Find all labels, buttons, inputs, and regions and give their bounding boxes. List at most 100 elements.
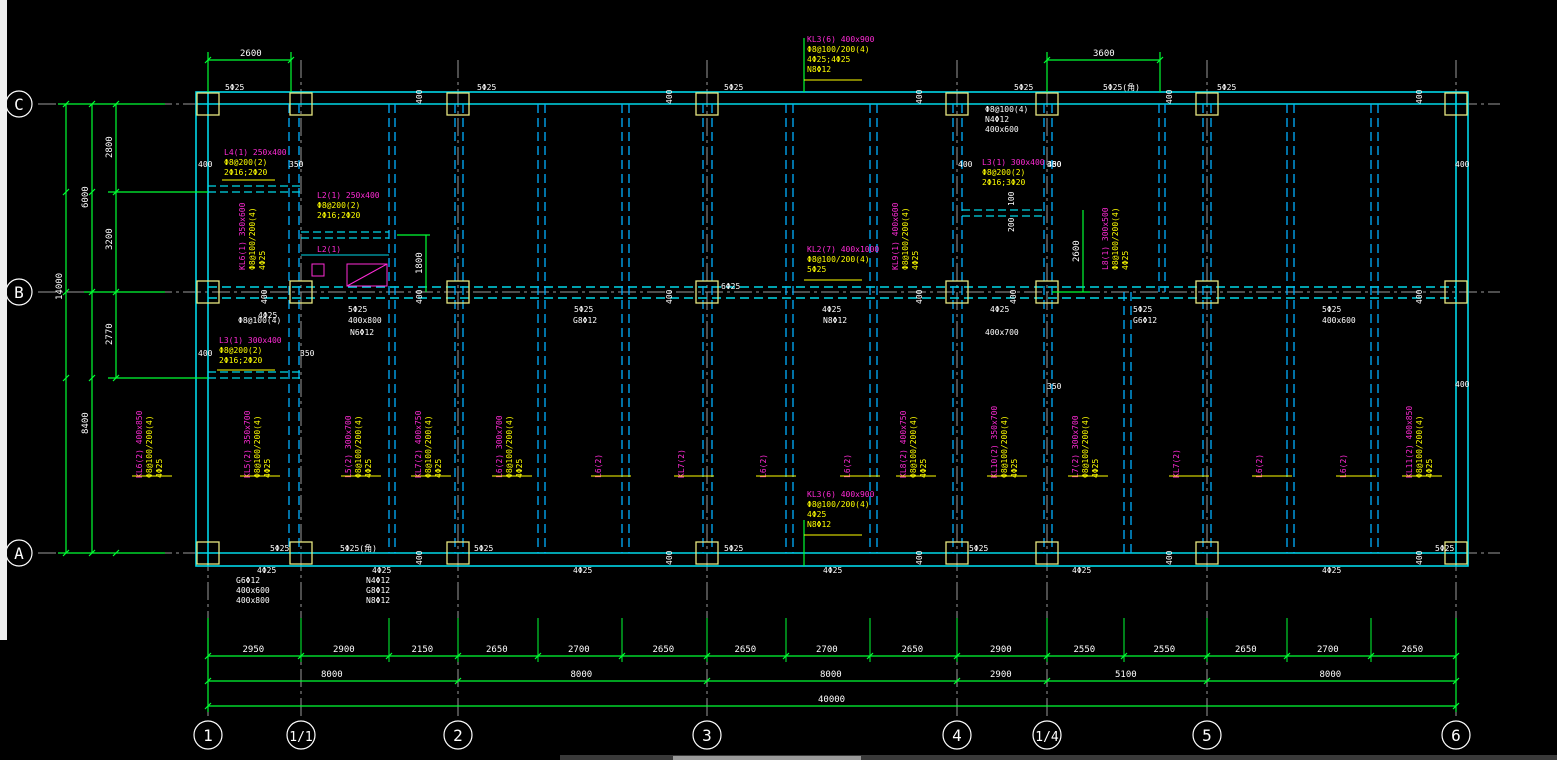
col-dim: 400 xyxy=(1415,550,1424,565)
rebar-text: 5Φ25(角) xyxy=(340,543,377,553)
beam-label-l3: 2Φ16;2Φ20 xyxy=(219,356,263,365)
dim-text: 2150 xyxy=(412,645,434,655)
col-dim: 400 xyxy=(665,289,674,304)
column xyxy=(1195,541,1219,565)
beam-label-l2b: L2(1) xyxy=(317,245,341,254)
grid-bubble-col-5: 5 xyxy=(1192,720,1222,750)
grid-bubble-col-3: 3 xyxy=(692,720,722,750)
grid-bubble-label: C xyxy=(14,95,24,114)
col-dim: 400 xyxy=(915,550,924,565)
scrollbar-thumb[interactable] xyxy=(673,756,861,760)
col-dim: 400 xyxy=(198,160,213,169)
outer-walls xyxy=(195,91,1469,567)
rebar-text: 5Φ25 xyxy=(969,544,988,553)
vertical-beam-rebar: 4Φ25 xyxy=(434,459,443,478)
rebar-text: 5Φ25 xyxy=(724,544,743,553)
grid-bubble-label: 1/4 xyxy=(1035,730,1059,745)
dimension-ticks xyxy=(62,56,1460,710)
beam-label-l3b: L3(1) 300x400 xyxy=(982,158,1045,167)
column xyxy=(1444,280,1468,304)
vertical-beam-label-top: L8(1) 300x500 xyxy=(1101,207,1110,270)
grid-bubble-label: 5 xyxy=(1202,726,1212,745)
rebar-text: 5Φ25 xyxy=(477,83,496,92)
col-dim: 400 xyxy=(958,160,973,169)
rebar-text: 4Φ25 xyxy=(573,566,592,575)
grid-bubble-label: A xyxy=(14,544,24,563)
beam-label-l3b: 2Φ16;3Φ20 xyxy=(982,178,1026,187)
beam-label-l3: L3(1) 300x400 xyxy=(219,336,282,345)
dim-text: 200 xyxy=(1007,217,1016,232)
col-dim: 350 xyxy=(300,349,315,358)
vertical-beam-stirrup: Φ8@100/200(4) xyxy=(1000,415,1009,478)
column xyxy=(446,280,470,304)
grid-bubble-col-6: 6 xyxy=(1441,720,1471,750)
dim-text: 6000 xyxy=(81,186,91,208)
grid-bubble-label: 1/1 xyxy=(289,730,312,745)
vertical-beam-rebar: 4Φ25 xyxy=(155,459,164,478)
column xyxy=(446,541,470,565)
vertical-beam-stirrup: Φ8@100/200(4) xyxy=(248,207,257,270)
column xyxy=(695,92,719,116)
dim-text: 3600 xyxy=(1093,49,1115,59)
col-dim: 400 xyxy=(1415,89,1424,104)
dim-text: 5100 xyxy=(1115,670,1137,680)
rebar-misc: N4Φ12 xyxy=(366,576,390,585)
dimension-lines xyxy=(58,38,1457,712)
vertical-beam-rebar: 4Φ25 xyxy=(364,459,373,478)
col-dim: 400 xyxy=(1415,289,1424,304)
beam-label-kl3-bot: 4Φ25 xyxy=(807,510,826,519)
rebar-misc: N8Φ12 xyxy=(823,316,847,325)
rebar-text: 5Φ25 xyxy=(724,83,743,92)
rebar-text: 5Φ25 xyxy=(474,544,493,553)
dim-text: 2650 xyxy=(735,645,757,655)
column xyxy=(945,92,969,116)
small-beams xyxy=(208,185,1044,379)
vertical-beam-stirrup: Φ8@100/200(4) xyxy=(1081,415,1090,478)
vertical-beam-label: L6(2) xyxy=(843,454,852,478)
vertical-beam-stirrup: Φ8@100/200(4) xyxy=(505,415,514,478)
grid-bubble-col-1-4: 1/4 xyxy=(1032,720,1062,750)
dim-text: 2550 xyxy=(1154,645,1176,655)
vertical-beam-label: KL8(2) 400x750 xyxy=(899,410,908,478)
column xyxy=(446,92,470,116)
col-dim: 400 xyxy=(260,289,269,304)
rebar-misc: G8Φ12 xyxy=(573,316,597,325)
beam-label-l4: L4(1) 250x400 xyxy=(224,148,287,157)
vertical-beams xyxy=(288,104,1379,553)
column xyxy=(1444,541,1468,565)
vertical-beam-rebar: 4Φ25 xyxy=(1425,459,1434,478)
column xyxy=(196,541,220,565)
rebar-text: 5Φ25 xyxy=(270,544,289,553)
rebar-text: 4Φ25 xyxy=(822,305,841,314)
beam-label-kl2: KL2(7) 400x1000 xyxy=(807,245,879,254)
vertical-beam-label: L6(2) xyxy=(1339,454,1348,478)
col-dim: 400 xyxy=(415,289,424,304)
col-dim: 400 xyxy=(1455,160,1470,169)
vertical-beam-stirrup: Φ8@100/200(4) xyxy=(901,207,910,270)
dim-text: 8000 xyxy=(571,670,593,680)
dim-text: 14000 xyxy=(55,273,65,300)
grid-bubble-col-4: 4 xyxy=(942,720,972,750)
rebar-misc: 400x800 xyxy=(236,596,270,605)
col-dim: 400 xyxy=(415,89,424,104)
column xyxy=(196,92,220,116)
vertical-beam-stirrup: Φ8@100/200(4) xyxy=(909,415,918,478)
column xyxy=(1035,541,1059,565)
grid-bubble-label: 6 xyxy=(1451,726,1461,745)
vertical-beam-label: L5(2) 300x700 xyxy=(344,415,353,478)
dim-text: 2650 xyxy=(486,645,508,655)
beam-label-kl2: Φ8@100/200(4) xyxy=(807,255,870,264)
column xyxy=(695,541,719,565)
dim-text: 2650 xyxy=(902,645,924,655)
rebar-note: N4Φ12 xyxy=(985,115,1009,124)
rebar-text: 5Φ25 xyxy=(1014,83,1033,92)
vertical-beam-label: KL7(2) xyxy=(677,449,686,478)
horizontal-scrollbar[interactable] xyxy=(560,755,1557,760)
dim-text: 8400 xyxy=(81,412,91,434)
col-dim: 350 xyxy=(289,160,304,169)
vertical-beam-label: KL6(2) 400x850 xyxy=(135,410,144,478)
